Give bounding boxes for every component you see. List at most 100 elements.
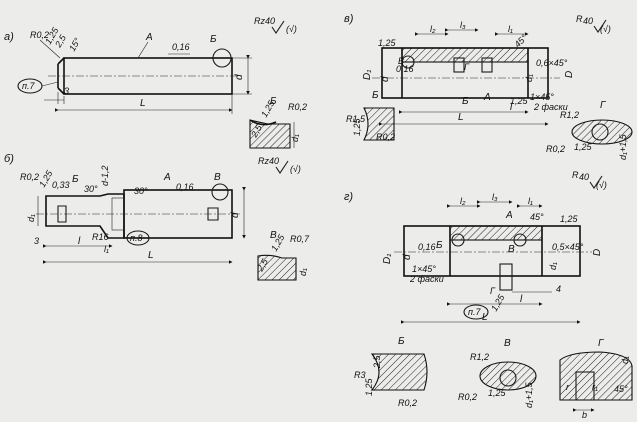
leader-line [39, 39, 61, 59]
section-mark: В [508, 244, 515, 255]
figure-a: а) R0,2 1,25 2,5 15° А 0,16 Б Rz40 (√) п… [4, 16, 307, 149]
detail-section [571, 119, 633, 145]
angle-label: 45° [530, 212, 544, 222]
shaft-a-chamfer-top [57, 57, 65, 65]
figure-g: г) R 40 (√) l₂ l₃ l₁ А 45° 1,25 D₁ d 0,1… [344, 170, 607, 324]
dim-label: d₁ [298, 268, 308, 276]
detail-b-v: Б R1,5 1,25 R0,2 [346, 90, 395, 142]
dim-label: d₁ [620, 356, 630, 364]
radius-label: R0,2 [458, 392, 477, 402]
tolerance-label: 0,16 [172, 42, 190, 52]
detail-label: В [270, 230, 277, 241]
dim-label: d₁ [524, 74, 534, 82]
dim-label-d: d [234, 74, 245, 80]
dim-label: l [510, 102, 513, 113]
detail-section [363, 107, 395, 141]
roughness-icon [589, 175, 603, 189]
detail-section [370, 353, 428, 391]
section-mark-a: А [145, 32, 153, 43]
shaft-b [36, 183, 242, 239]
radius-label: R1,2 [470, 352, 489, 362]
tolerance-label: 0,16 [396, 64, 414, 74]
leader-line [137, 41, 149, 59]
section-mark: А [483, 92, 491, 103]
roughness-bracket: (√) [596, 180, 607, 190]
section-mark: А [505, 210, 513, 221]
roughness-value: 40 [583, 16, 593, 26]
angle-label: 30° [134, 186, 148, 196]
center-hole [207, 207, 219, 221]
dim-label: d [402, 254, 413, 260]
roughness-bracket: (√) [600, 24, 611, 34]
radial-hole [499, 263, 513, 291]
dim-label: l₂ [460, 196, 466, 206]
dim-label: l₂ [430, 24, 436, 34]
detail-v-b: В 1,25 R0,7 2,5 d₁ [255, 230, 310, 281]
dim-label: 1,25 [364, 377, 374, 396]
radius-label: R0,2 [288, 102, 307, 112]
figure-a-label: а) [4, 31, 14, 43]
dim-label: 1,25 [560, 214, 579, 224]
detail-g-v: Г R1,2 R0,2 1,25 d₁+1,5 [546, 100, 633, 160]
radius-label: R3 [354, 370, 366, 380]
note-ref: п.8 [130, 233, 142, 243]
tolerance-label: 0,16 [176, 182, 194, 192]
dim-label: 2,5 [372, 354, 382, 369]
dim-label: D [592, 249, 603, 256]
detail-hole [591, 123, 609, 141]
detail-section [479, 361, 537, 391]
section-mark-b: Б [72, 174, 79, 185]
radius-label: R1,2 [560, 110, 579, 120]
chamfer-label: 1×45° [412, 264, 436, 274]
detail-callout-circle [212, 48, 232, 68]
dim-label: d₁+1,5 [524, 381, 534, 408]
dim-label: 1,25 [488, 388, 507, 398]
dim-label: l₃ [492, 192, 498, 202]
dim-label: d₁ [548, 262, 558, 270]
radius-label: R1,5 [346, 114, 366, 124]
dim-label: l₁ [508, 24, 513, 34]
bushing-g [394, 225, 592, 291]
dim-label: 0,33 [52, 180, 70, 190]
figure-b-label: б) [4, 153, 14, 165]
note-bubble [126, 230, 150, 246]
radius-label: R0,2 [376, 132, 395, 142]
figure-v-label: в) [344, 13, 354, 25]
dim-label-L: L [140, 98, 146, 109]
roughness-bracket: (√) [286, 24, 297, 34]
dim-label: d₁+1,5 [618, 133, 628, 160]
detail-callout-circle [451, 233, 465, 247]
radius-label: R0,2 [546, 144, 565, 154]
detail-callout-circle [513, 233, 527, 247]
angle-label: 30° [84, 184, 98, 194]
dim-label: l₃ [460, 20, 466, 30]
detail-g-g: Г d₁ r r₁ 45° b [559, 338, 633, 420]
dim-label: d₁ [26, 214, 36, 222]
detail-hole [499, 369, 517, 387]
roughness-R: R [576, 14, 583, 24]
detail-label: Г [598, 338, 605, 349]
dim-label: 4 [556, 284, 561, 294]
radius-label: r₁ [592, 382, 598, 392]
dim-label: D₁ [362, 70, 373, 80]
radius-label: R16 [92, 232, 109, 242]
detail-b-g: Б R3 2,5 1,25 R0,2 [354, 336, 428, 408]
center-hole [57, 205, 67, 223]
roughness-label: Rz40 [258, 156, 279, 166]
detail-v-g: В R1,2 R0,2 1,25 d₁+1,5 [458, 338, 537, 408]
dim-label: d₁ [290, 134, 300, 142]
dim-label: l₁ [528, 196, 533, 206]
dim-label: l [520, 294, 523, 305]
detail-callout-circle [211, 183, 229, 201]
detail-slot [575, 371, 595, 401]
section-mark: Б [462, 96, 469, 107]
dim-label-d: d [230, 212, 241, 218]
chamfer-count: 2 фаски [409, 274, 444, 284]
dim-label: 3 [64, 86, 69, 96]
groove [453, 57, 465, 73]
dim-label: D [564, 71, 575, 78]
detail-label: В [504, 338, 511, 349]
radius-label: R0,7 [290, 234, 310, 244]
detail-callout-circle [401, 55, 415, 69]
